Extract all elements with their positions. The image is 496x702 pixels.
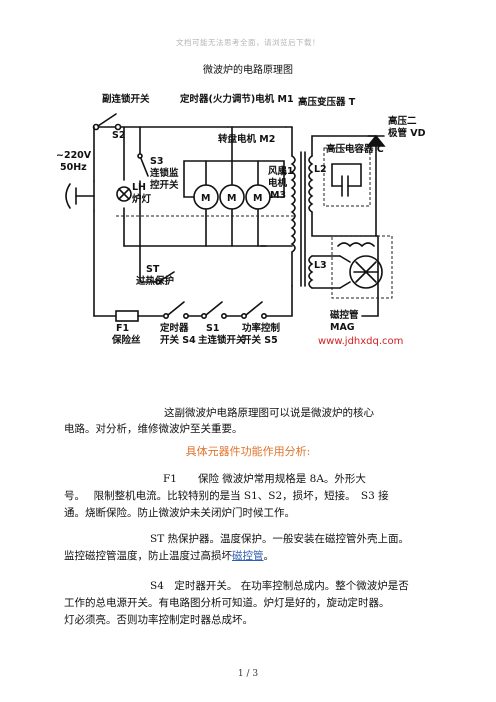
- label-s1-desc: 主连锁开关: [198, 334, 246, 346]
- label-turntable: 转盘电机 M2: [218, 133, 275, 145]
- section-heading: 具体元器件功能作用分析:: [185, 445, 311, 458]
- label-diode1: 高压二: [388, 115, 417, 127]
- label-s3: S3: [150, 156, 163, 167]
- label-m1-symbol: M: [201, 193, 210, 204]
- st-line-1: ST 热保护器。温度保护。一般安装在磁控管外壳上面。: [150, 533, 410, 545]
- label-transformer: 高压变压器 T: [298, 96, 356, 108]
- label-voltage: ~220V: [56, 150, 92, 161]
- label-m3-symbol: M: [253, 193, 262, 204]
- label-fan2: 电机: [268, 177, 288, 189]
- label-fuse: 保险丝: [111, 334, 141, 346]
- label-magnetron2: MAG: [330, 322, 355, 333]
- s4-line-2: 工作的总电源开关。有电路图分析可知道。炉灯是好的，旋动定时器。: [64, 597, 390, 609]
- label-f1: F1: [116, 323, 129, 334]
- st-line-2: 监控磁控管温度，防止温度过高损坏磁控管。: [64, 548, 274, 565]
- label-st-desc: 过热保护: [136, 275, 174, 287]
- label-s3-desc2: 控开关: [150, 179, 179, 191]
- label-s2-switch: 副连锁开关: [102, 93, 150, 105]
- label-m3: M3: [270, 190, 286, 201]
- label-lamp: 炉灯: [132, 193, 152, 205]
- label-freq: 50Hz: [60, 162, 87, 173]
- label-timer-motor: 定时器(火力调节)电机 M1: [179, 93, 294, 105]
- header-watermark: 文档可能无法思考全面，请浏览后下载！: [176, 38, 320, 47]
- label-s4b: 开关 S4: [160, 334, 196, 346]
- microwave-circuit-diagram: 副连锁开关 S2 定时器(火力调节)电机 M1 高压变压器 T ~220V 50…: [56, 93, 426, 347]
- label-magnetron1: 磁控管: [330, 309, 359, 321]
- label-fan1: 风扇: [268, 165, 287, 177]
- st-line-2-end: 。: [263, 550, 275, 562]
- page-number: 1 / 3: [237, 669, 259, 679]
- label-lh: LH: [132, 182, 146, 193]
- label-capacitor: 高压电容器 C: [326, 143, 384, 155]
- label-s4a: 定时器: [159, 322, 189, 334]
- document-title: 微波炉的电路原理图: [203, 65, 293, 76]
- f1-line-1: F1 保险 微波炉常用规格是 8A。外形大: [163, 473, 366, 485]
- diagram-website: www.jdhxdq.com: [318, 336, 403, 347]
- f1-line-2: 号。 限制整机电流。比较特别的是当 S1、S2，损坏，短接。 S3 接: [64, 490, 389, 502]
- label-s3-desc1: 连锁监: [150, 167, 179, 179]
- label-l1: L1: [281, 166, 294, 177]
- intro-line-2: 电路。对分析，维修微波炉至关重要。: [64, 423, 243, 435]
- label-diode2: 极管 VD: [388, 127, 426, 139]
- f1-line-3: 通。烧断保险。防止微波炉未关闭炉门时候工作。: [64, 507, 295, 519]
- label-l3: L3: [314, 260, 327, 271]
- label-l2: L2: [314, 164, 327, 175]
- label-s2: S2: [112, 130, 125, 141]
- label-s5b: 开关 S5: [242, 334, 278, 346]
- s4-line-1: S4 定时器开关。 在功率控制总成内。整个微波炉是否: [150, 580, 409, 592]
- magnetron-link[interactable]: 磁控管: [232, 550, 264, 562]
- label-st: ST: [146, 264, 160, 275]
- label-s5a: 功率控制: [242, 322, 281, 334]
- label-m2-symbol: M: [227, 193, 236, 204]
- st-line-2-text: 监控磁控管温度，防止温度过高损坏: [64, 550, 232, 562]
- s4-line-3: 灯必须亮。否则功率控制定时器总成坏。: [64, 614, 253, 626]
- label-s1: S1: [206, 323, 219, 334]
- intro-line-1: 这副微波炉电路原理图可以说是微波炉的核心: [164, 407, 374, 419]
